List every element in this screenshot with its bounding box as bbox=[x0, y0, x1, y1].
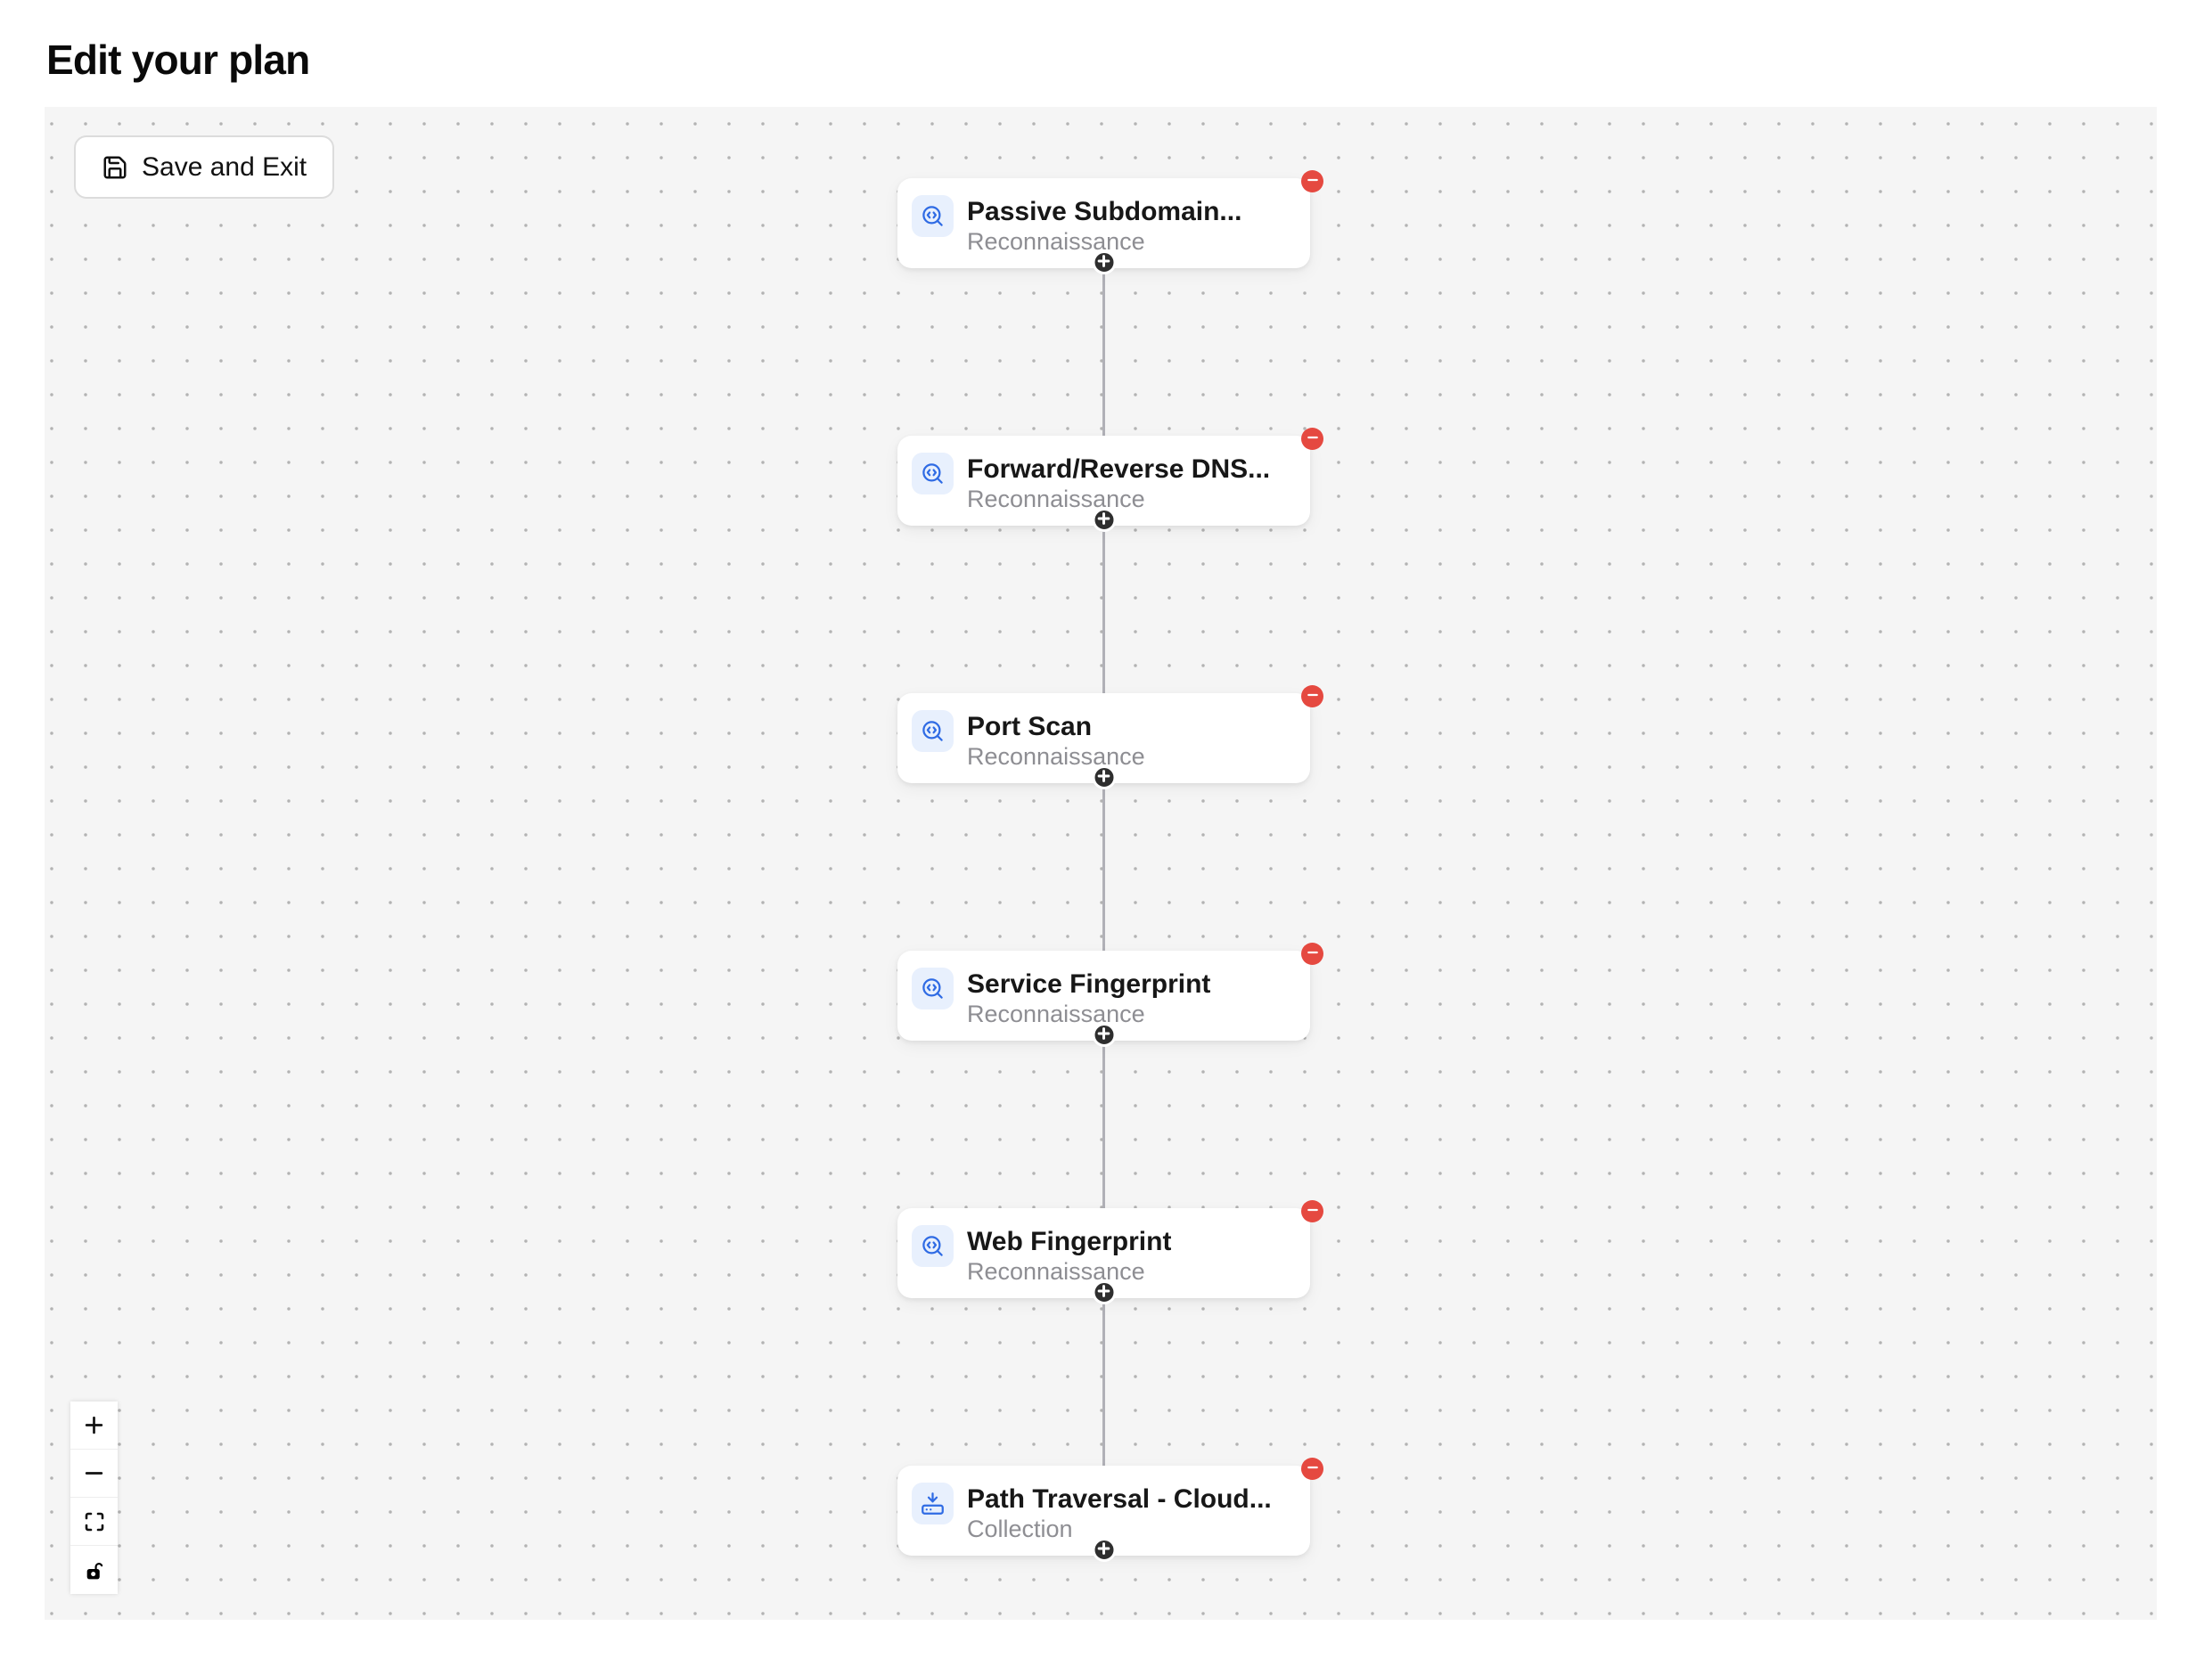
search-code-icon bbox=[912, 968, 954, 1009]
node-title: Service Fingerprint bbox=[967, 969, 1211, 999]
workflow-node[interactable]: Web Fingerprint Reconnaissance bbox=[897, 1200, 1323, 1304]
toggle-interactivity-button[interactable] bbox=[70, 1546, 118, 1594]
add-node-button[interactable] bbox=[1092, 508, 1116, 532]
unlock-icon bbox=[83, 1559, 105, 1581]
fit-view-button[interactable] bbox=[70, 1498, 118, 1546]
search-code-icon bbox=[912, 453, 954, 494]
node-category: Reconnaissance bbox=[967, 1001, 1145, 1027]
page-title: Edit your plan bbox=[46, 37, 310, 83]
search-code-icon bbox=[912, 1225, 954, 1267]
plus-icon bbox=[1097, 254, 1111, 271]
flow-edge bbox=[1102, 1005, 1105, 1217]
node-text: Forward/Reverse DNS... Reconnaissance bbox=[967, 453, 1270, 513]
minus-icon bbox=[1307, 174, 1319, 189]
add-node-button[interactable] bbox=[1092, 1280, 1116, 1304]
node-category: Reconnaissance bbox=[967, 743, 1145, 770]
canvas-controls bbox=[70, 1402, 118, 1594]
minus-icon bbox=[83, 1462, 105, 1484]
flow-edge bbox=[1102, 1263, 1105, 1475]
minus-icon bbox=[1307, 1204, 1319, 1219]
node-text: Web Fingerprint Reconnaissance bbox=[967, 1225, 1171, 1286]
remove-node-button[interactable] bbox=[1301, 685, 1323, 707]
node-text: Path Traversal - Cloud... Collection bbox=[967, 1483, 1272, 1543]
hard-drive-download-icon bbox=[912, 1483, 954, 1524]
plus-icon bbox=[1097, 1026, 1111, 1043]
node-text: Passive Subdomain... Reconnaissance bbox=[967, 195, 1241, 256]
workflow-node[interactable]: Forward/Reverse DNS... Reconnaissance bbox=[897, 428, 1323, 532]
flow-edge bbox=[1102, 490, 1105, 702]
workflow-node[interactable]: Port Scan Reconnaissance bbox=[897, 685, 1323, 789]
maximize-icon bbox=[84, 1511, 105, 1532]
add-node-button[interactable] bbox=[1092, 1023, 1116, 1047]
zoom-in-button[interactable] bbox=[70, 1402, 118, 1450]
remove-node-button[interactable] bbox=[1301, 1200, 1323, 1222]
node-text: Port Scan Reconnaissance bbox=[967, 710, 1145, 771]
add-node-button[interactable] bbox=[1092, 250, 1116, 274]
node-text: Service Fingerprint Reconnaissance bbox=[967, 968, 1210, 1028]
node-category: Reconnaissance bbox=[967, 486, 1145, 512]
add-node-button[interactable] bbox=[1092, 765, 1116, 789]
flow-edge bbox=[1102, 748, 1105, 960]
remove-node-button[interactable] bbox=[1301, 170, 1323, 192]
plus-icon bbox=[1097, 769, 1111, 786]
remove-node-button[interactable] bbox=[1301, 428, 1323, 450]
remove-node-button[interactable] bbox=[1301, 1458, 1323, 1480]
flow-canvas[interactable]: Save and Exit Passive Subdomain... Recon… bbox=[45, 107, 2157, 1620]
workflow-node[interactable]: Path Traversal - Cloud... Collection bbox=[897, 1458, 1323, 1562]
node-category: Reconnaissance bbox=[967, 228, 1145, 255]
node-category: Collection bbox=[967, 1516, 1073, 1542]
plus-icon bbox=[1097, 1284, 1111, 1301]
workflow-node[interactable]: Passive Subdomain... Reconnaissance bbox=[897, 170, 1323, 274]
node-title: Passive Subdomain... bbox=[967, 197, 1242, 226]
plus-icon bbox=[83, 1414, 105, 1436]
remove-node-button[interactable] bbox=[1301, 943, 1323, 965]
node-title: Web Fingerprint bbox=[967, 1227, 1172, 1256]
flow-edge bbox=[1102, 233, 1105, 445]
workflow-node[interactable]: Service Fingerprint Reconnaissance bbox=[897, 943, 1323, 1047]
plus-icon bbox=[1097, 511, 1111, 528]
node-title: Port Scan bbox=[967, 712, 1093, 741]
minus-icon bbox=[1307, 1461, 1319, 1476]
add-node-button[interactable] bbox=[1092, 1538, 1116, 1562]
search-code-icon bbox=[912, 195, 954, 237]
save-icon bbox=[102, 154, 128, 181]
plus-icon bbox=[1097, 1541, 1111, 1558]
node-category: Reconnaissance bbox=[967, 1258, 1145, 1285]
node-title: Path Traversal - Cloud... bbox=[967, 1484, 1272, 1514]
minus-icon bbox=[1307, 689, 1319, 704]
zoom-out-button[interactable] bbox=[70, 1450, 118, 1498]
search-code-icon bbox=[912, 710, 954, 752]
minus-icon bbox=[1307, 946, 1319, 961]
node-title: Forward/Reverse DNS... bbox=[967, 454, 1271, 484]
minus-icon bbox=[1307, 431, 1319, 446]
save-button-label: Save and Exit bbox=[142, 151, 307, 182]
save-and-exit-button[interactable]: Save and Exit bbox=[74, 135, 335, 199]
